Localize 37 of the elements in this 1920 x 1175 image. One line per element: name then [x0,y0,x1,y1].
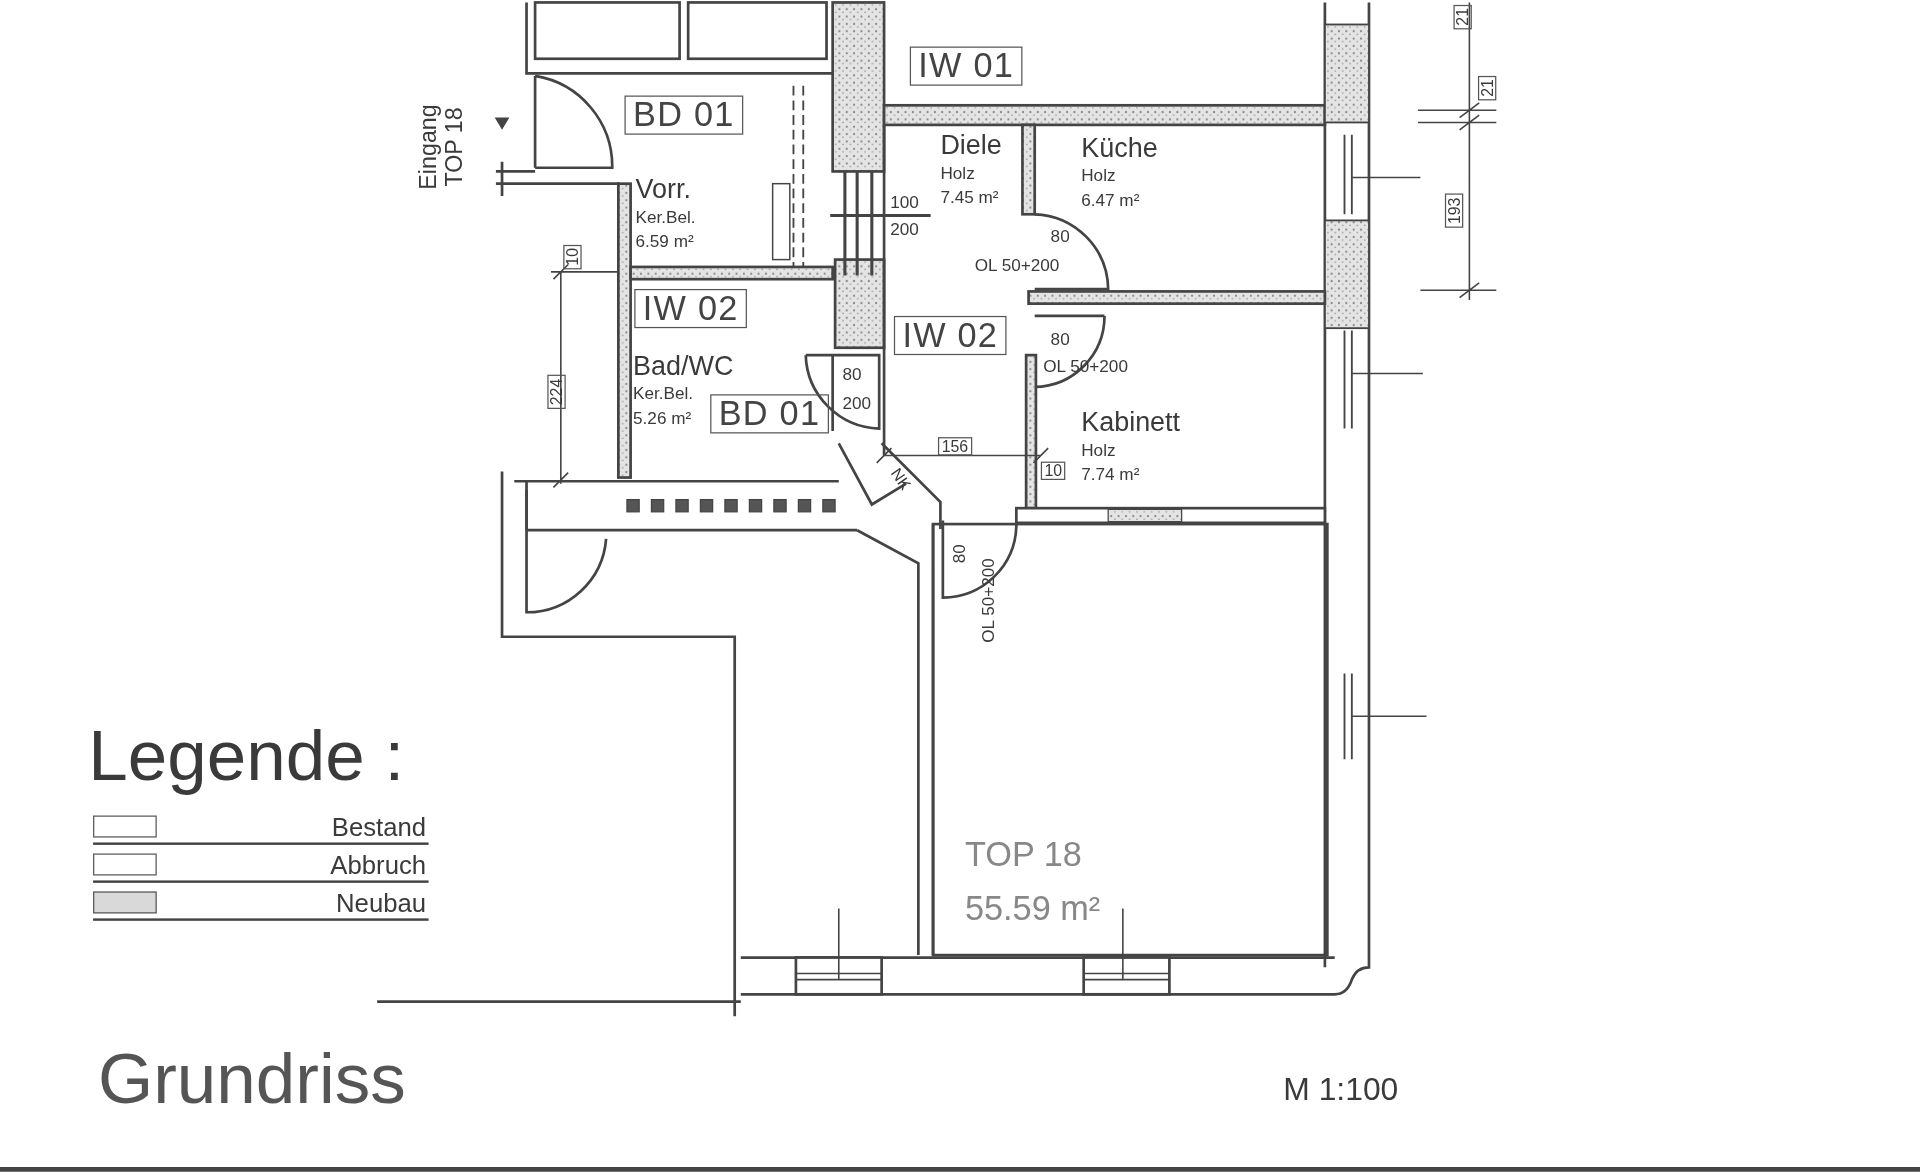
legend-text: Abbruch [330,852,427,878]
floor-covering: Ker.Bel. [635,208,696,226]
wall-type-tag: IW 02 [634,289,748,329]
wall-type-tag: IW 02 [893,315,1007,356]
legend-text: Neubau [336,890,427,916]
room-name: Bad/WC [633,352,734,380]
room-area-value: 5.26 m² [633,409,692,427]
entrance-label: Eingang TOP 18 [416,103,468,192]
door-size-text: OL 50+200 [979,558,997,643]
door-size-text: OL 50+200 [974,255,1060,274]
room-area-value: 6.47 m² [1081,191,1140,209]
door-size-text: 200 [842,394,872,412]
door-size-text: 80 [950,544,968,564]
dimension-text: 21 [1477,75,1497,101]
room-name: Vorr. [635,176,691,204]
shaft-label: NK [888,465,914,493]
title: Grundriss [97,1043,406,1115]
floor-covering: Holz [940,164,975,182]
room-area-value: 7.45 m² [940,188,999,206]
legend-text: Bestand [331,814,427,840]
floor-covering: Ker.Bel. [633,384,694,402]
floor-covering: Holz [1081,166,1116,184]
door-size-text: 80 [1050,330,1070,348]
door-size-text: 80 [1050,227,1070,245]
room-name: Kabinett [1081,409,1181,436]
door-size-text: 100 [890,193,919,211]
apartment-area: 55.59 m² [964,891,1101,926]
floor-covering: Holz [1081,440,1116,458]
scale-text: M 1:100 [1283,1072,1399,1105]
dimension-text: 10 [1040,461,1066,480]
apartment-label: TOP 18 [964,837,1082,872]
room-area-value: 6.59 m² [635,232,694,250]
door-size-text: 80 [842,364,862,383]
room-name: Küche [1081,134,1158,162]
room-area-value: 7.74 m² [1081,465,1140,483]
door-size-text: 200 [890,220,919,238]
room-name: Diele [940,132,1002,160]
